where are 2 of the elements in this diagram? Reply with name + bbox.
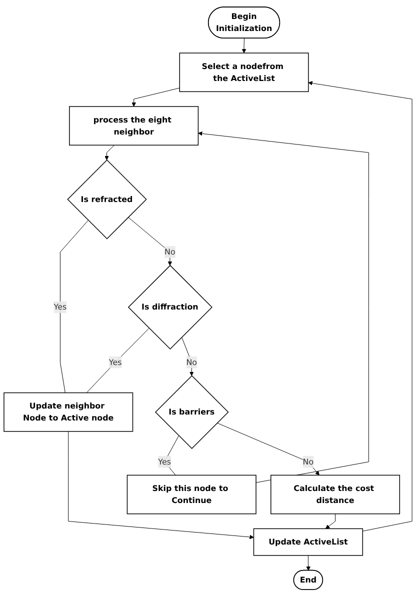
connector	[60, 220, 89, 394]
connector	[86, 328, 150, 394]
